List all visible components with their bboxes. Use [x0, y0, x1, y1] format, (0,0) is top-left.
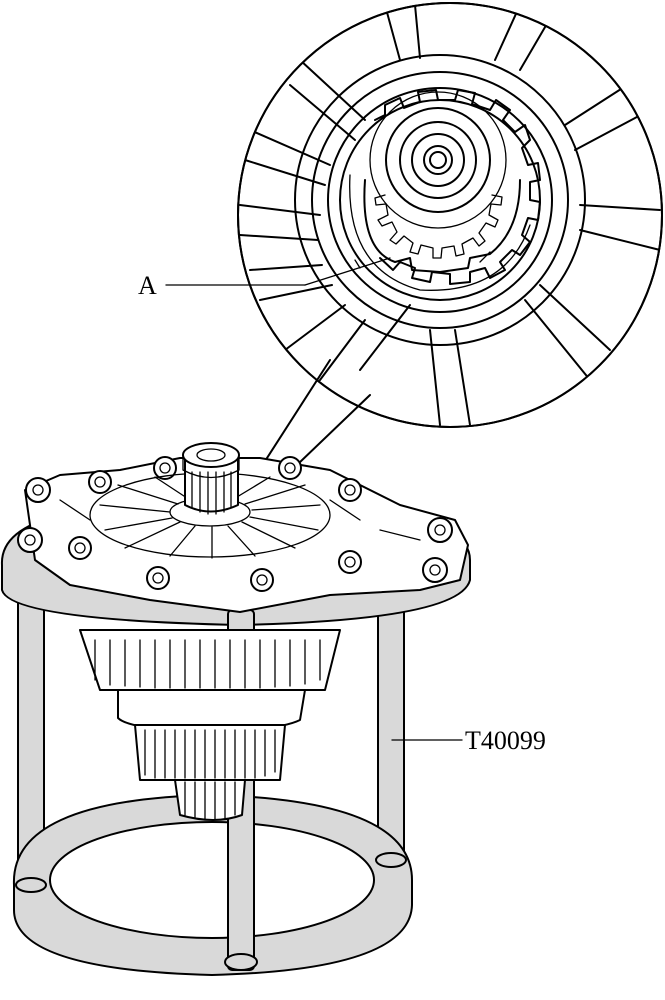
callout-a: A: [138, 257, 391, 300]
clutch-assembly: [17, 442, 469, 821]
callout-a-leader-inner: [304, 257, 391, 286]
fixture-post-right-foot: [375, 852, 407, 868]
input-shaft: [184, 459, 239, 513]
input-shaft-top: [182, 442, 240, 468]
inner-gear-teeth: [144, 729, 276, 779]
fixture-post-left-foot: [15, 877, 47, 893]
callout-t40099-text: T40099: [465, 726, 546, 755]
outer-gear: [79, 629, 341, 691]
output-shaft: [174, 779, 246, 821]
input-shaft-splines: [191, 471, 232, 515]
fixture-post-front-foot: [224, 953, 258, 971]
callout-a-text: A: [138, 271, 157, 300]
clutch-hub-detail: [239, 4, 661, 426]
callout-t40099: T40099: [391, 726, 546, 755]
outer-gear-teeth: [94, 639, 321, 689]
diaphragm-spring-fingers: [59, 472, 421, 559]
radial-spokes: [239, 4, 661, 426]
inner-gear: [134, 724, 286, 781]
bolt-bosses: [17, 456, 453, 592]
fixture-bottom-ring-opening: [49, 821, 375, 939]
detail-magnifier: [237, 2, 663, 428]
